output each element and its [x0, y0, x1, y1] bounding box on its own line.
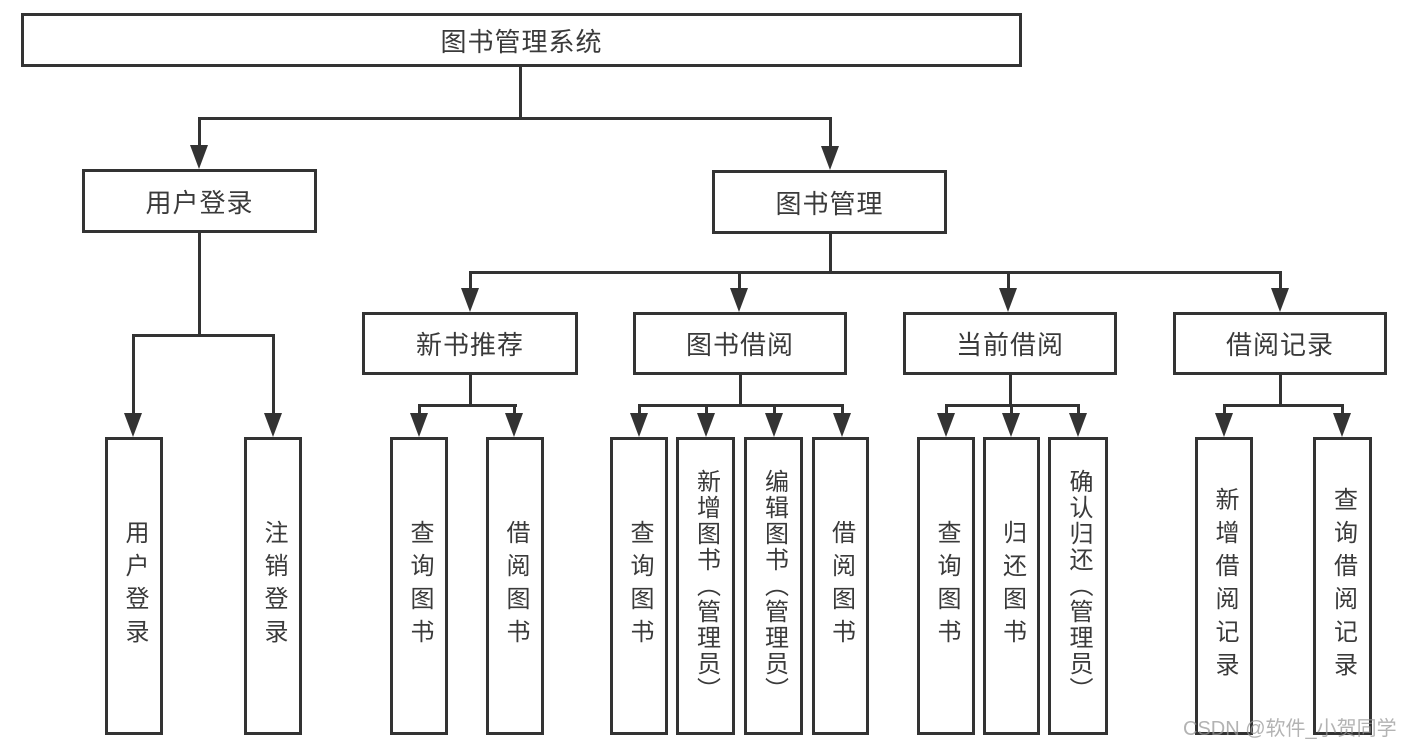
- arrow-down-icon: [190, 145, 208, 169]
- connector-line: [1007, 271, 1010, 290]
- arrow-down-icon: [461, 288, 479, 312]
- arrow-down-icon: [124, 413, 142, 437]
- node-user-login: 用户登录: [82, 169, 317, 233]
- node-leaf-edit-books-admin: 编辑图书（管理员）: [744, 437, 803, 735]
- csdn-watermark: CSDN @软件_小贺同学: [1183, 718, 1397, 740]
- node-book-borrowing: 图书借阅: [633, 312, 847, 375]
- node-leaf-add-books-admin: 新增图书（管理员）: [676, 437, 735, 735]
- connector-line: [1279, 375, 1282, 406]
- node-current-borrowing: 当前借阅: [903, 312, 1117, 375]
- arrow-down-icon: [730, 288, 748, 312]
- arrow-down-icon: [1069, 413, 1087, 437]
- connector-line: [829, 234, 832, 273]
- connector-line: [198, 117, 832, 120]
- node-book-management: 图书管理: [712, 170, 947, 234]
- connector-line: [132, 334, 135, 416]
- connector-line: [1279, 271, 1282, 290]
- connector-line: [198, 117, 201, 148]
- connector-line: [513, 404, 516, 416]
- arrow-down-icon: [264, 413, 282, 437]
- connector-line: [829, 117, 832, 148]
- connector-line: [1223, 404, 1344, 407]
- node-leaf-confirm-return-admin: 确认归还（管理员）: [1048, 437, 1108, 735]
- connector-line: [418, 404, 517, 407]
- node-new-book-recommend: 新书推荐: [362, 312, 578, 375]
- node-leaf-logout: 注销登录: [244, 437, 302, 735]
- connector-line: [1010, 404, 1013, 416]
- connector-line: [739, 375, 742, 406]
- node-leaf-query-borrow-record: 查询借阅记录: [1313, 437, 1372, 735]
- arrow-down-icon: [1271, 288, 1289, 312]
- connector-line: [638, 404, 641, 416]
- arrow-down-icon: [1333, 413, 1351, 437]
- node-borrowing-records: 借阅记录: [1173, 312, 1387, 375]
- arrow-down-icon: [410, 413, 428, 437]
- connector-line: [519, 65, 522, 119]
- connector-line: [1009, 375, 1012, 406]
- arrow-down-icon: [505, 413, 523, 437]
- node-leaf-query-books-3: 查询图书: [917, 437, 975, 735]
- connector-line: [841, 404, 844, 416]
- node-root-system: 图书管理系统: [21, 13, 1022, 67]
- arrow-down-icon: [1002, 413, 1020, 437]
- connector-line: [198, 233, 201, 337]
- connector-line: [638, 404, 844, 407]
- node-leaf-borrow-books-1: 借阅图书: [486, 437, 544, 735]
- connector-line: [469, 271, 1282, 274]
- connector-line: [1341, 404, 1344, 416]
- arrow-down-icon: [630, 413, 648, 437]
- connector-line: [705, 404, 708, 416]
- arrow-down-icon: [937, 413, 955, 437]
- connector-line: [132, 334, 275, 337]
- node-leaf-user-login: 用户登录: [105, 437, 163, 735]
- connector-line: [738, 271, 741, 290]
- connector-line: [945, 404, 948, 416]
- arrow-down-icon: [697, 413, 715, 437]
- arrow-down-icon: [1215, 413, 1233, 437]
- node-leaf-query-books-1: 查询图书: [390, 437, 448, 735]
- arrow-down-icon: [833, 413, 851, 437]
- connector-line: [1077, 404, 1080, 416]
- arrow-down-icon: [821, 146, 839, 170]
- connector-line: [469, 271, 472, 290]
- arrow-down-icon: [999, 288, 1017, 312]
- connector-line: [272, 334, 275, 416]
- node-leaf-borrow-books-2: 借阅图书: [812, 437, 869, 735]
- node-leaf-query-books-2: 查询图书: [610, 437, 668, 735]
- connector-line: [418, 404, 421, 416]
- node-leaf-return-books: 归还图书: [983, 437, 1040, 735]
- node-leaf-add-borrow-record: 新增借阅记录: [1195, 437, 1253, 735]
- arrow-down-icon: [765, 413, 783, 437]
- connector-line: [1223, 404, 1226, 416]
- connector-line: [773, 404, 776, 416]
- connector-line: [469, 375, 472, 406]
